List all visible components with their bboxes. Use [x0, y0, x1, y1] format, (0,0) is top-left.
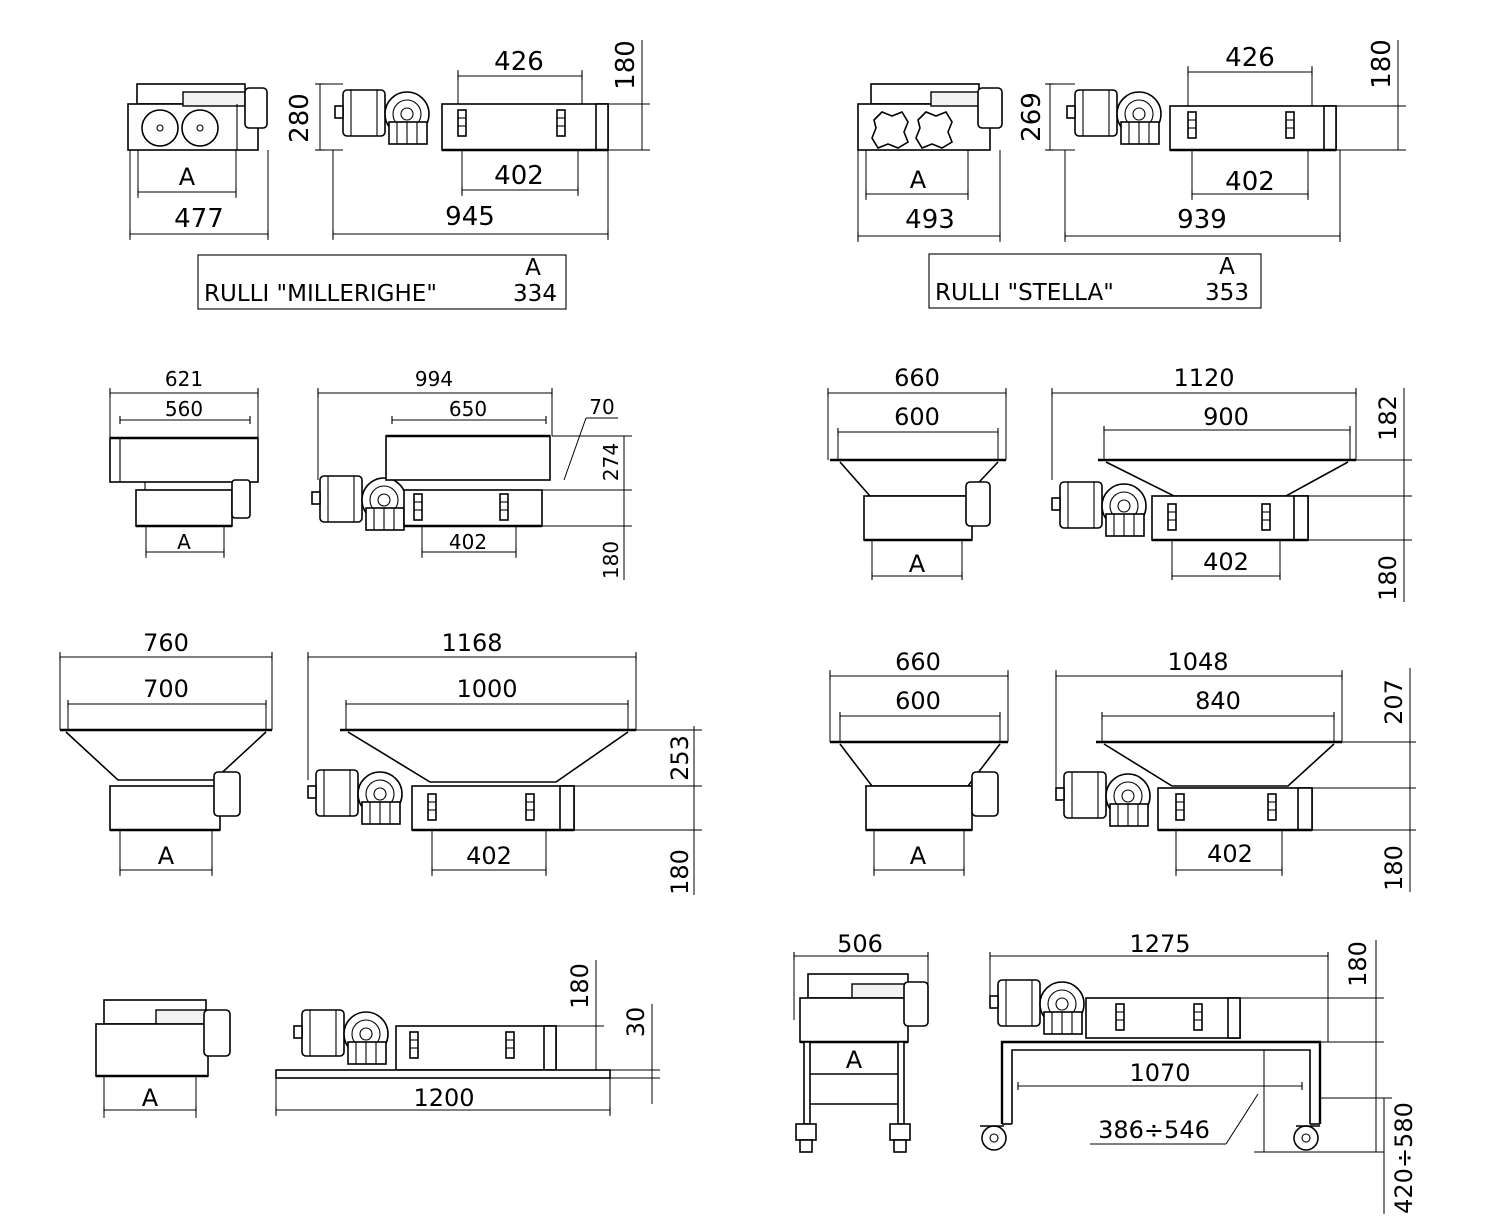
dim-660: 660 [895, 648, 941, 676]
view-hopper-1168-side [307, 728, 636, 832]
dim-402: 402 [1225, 167, 1275, 197]
label-A: A [910, 166, 927, 194]
view-hopper-621-front [109, 436, 259, 528]
view-hopper-760-front [60, 728, 272, 832]
label-A: A [179, 163, 196, 191]
dim-sec5-side [307, 652, 702, 895]
dim-sec1-front [129, 150, 269, 240]
dim-sec6-front [829, 670, 1009, 876]
dim-sec2-side [1045, 40, 1406, 242]
dim-402: 402 [449, 530, 487, 554]
view-stella-front [857, 83, 1003, 151]
dim-sec4-front [827, 388, 1007, 580]
table2-value: 353 [1205, 280, 1249, 306]
dim-sec3-side [317, 388, 632, 580]
view-hopper-660b-front [830, 740, 1008, 832]
table1-head: A [525, 255, 541, 281]
dim-900: 900 [1203, 403, 1249, 431]
dim-650: 650 [449, 397, 487, 421]
dim-477: 477 [174, 204, 224, 234]
view-hopper-994-side [311, 434, 551, 531]
dim-sec6-side [1055, 668, 1416, 892]
view-hopper-1120-side [1051, 458, 1356, 542]
table2-label: RULLI "STELLA" [935, 280, 1114, 306]
dim-180: 180 [611, 40, 641, 90]
dim-sec7-front [103, 1076, 197, 1118]
dim-600: 600 [894, 403, 940, 431]
dim-30: 30 [622, 1007, 650, 1038]
dim-994: 994 [415, 367, 453, 391]
table-stella [928, 253, 1262, 309]
dim-sec8-front [793, 952, 929, 1020]
dim-1000: 1000 [456, 675, 517, 703]
dim-180: 180 [566, 963, 594, 1009]
dim-1048: 1048 [1167, 648, 1228, 676]
dim-660: 660 [894, 364, 940, 392]
dim-269: 269 [1017, 92, 1047, 142]
table2-head: A [1219, 254, 1235, 280]
dim-253: 253 [666, 735, 694, 781]
dim-182: 182 [1374, 395, 1402, 441]
dim-493: 493 [905, 205, 955, 235]
label-A: A [142, 1084, 159, 1112]
dim-207: 207 [1380, 679, 1408, 725]
dim-700: 700 [143, 675, 189, 703]
view-base-side [275, 1009, 611, 1079]
label-A: A [158, 842, 175, 870]
dim-sec5-front [59, 652, 273, 876]
dim-180: 180 [1380, 845, 1408, 891]
dim-180: 180 [1374, 555, 1402, 601]
view-millerighe-front [127, 83, 268, 151]
label-A: A [846, 1046, 863, 1074]
dim-402: 402 [1203, 548, 1249, 576]
dim-402: 402 [1207, 840, 1253, 868]
view-base-front [95, 999, 231, 1078]
dim-621: 621 [165, 367, 203, 391]
table-millerighe [197, 254, 567, 310]
dim-274: 274 [599, 443, 623, 481]
dim-506: 506 [837, 930, 883, 958]
dim-1168: 1168 [441, 629, 502, 657]
label-A: A [177, 530, 191, 554]
view-trolley-side [980, 979, 1322, 1151]
dim-sec8-side [989, 940, 1392, 1214]
view-stella-side [1066, 89, 1337, 152]
dim-280: 280 [285, 93, 315, 143]
dim-180: 180 [1367, 39, 1397, 89]
dim-386-546: 386÷546 [1098, 1116, 1210, 1144]
dim-420-580: 420÷580 [1390, 1102, 1418, 1214]
dim-1070: 1070 [1129, 1059, 1190, 1087]
dim-sec4-side [1051, 388, 1412, 602]
dim-sec3-front [109, 388, 259, 558]
dim-426: 426 [1225, 43, 1275, 73]
table1-value: 334 [513, 281, 557, 307]
dim-939: 939 [1177, 205, 1227, 235]
dim-402: 402 [466, 842, 512, 870]
dim-sec1-side [315, 40, 650, 240]
dim-426: 426 [494, 47, 544, 77]
label-A: A [909, 550, 926, 578]
view-millerighe-side [334, 89, 609, 152]
label-A: A [910, 842, 927, 870]
dim-402: 402 [494, 161, 544, 191]
dim-180: 180 [666, 849, 694, 895]
dim-1120: 1120 [1173, 364, 1234, 392]
dim-sec7-side [275, 960, 660, 1116]
dim-600: 600 [895, 687, 941, 715]
dim-sec2-front [857, 150, 1001, 242]
view-hopper-660-front [830, 458, 1006, 542]
dim-180: 180 [599, 541, 623, 579]
dim-1200: 1200 [413, 1084, 474, 1112]
dim-760: 760 [143, 629, 189, 657]
view-hopper-1048-side [1055, 740, 1342, 832]
view-trolley-front [795, 973, 929, 1153]
dim-180: 180 [1344, 941, 1372, 987]
dim-945: 945 [445, 202, 495, 232]
table1-label: RULLI "MILLERIGHE" [204, 281, 437, 307]
dim-70: 70 [589, 395, 614, 419]
dim-560: 560 [165, 397, 203, 421]
dim-1275: 1275 [1129, 930, 1190, 958]
dim-840: 840 [1195, 687, 1241, 715]
